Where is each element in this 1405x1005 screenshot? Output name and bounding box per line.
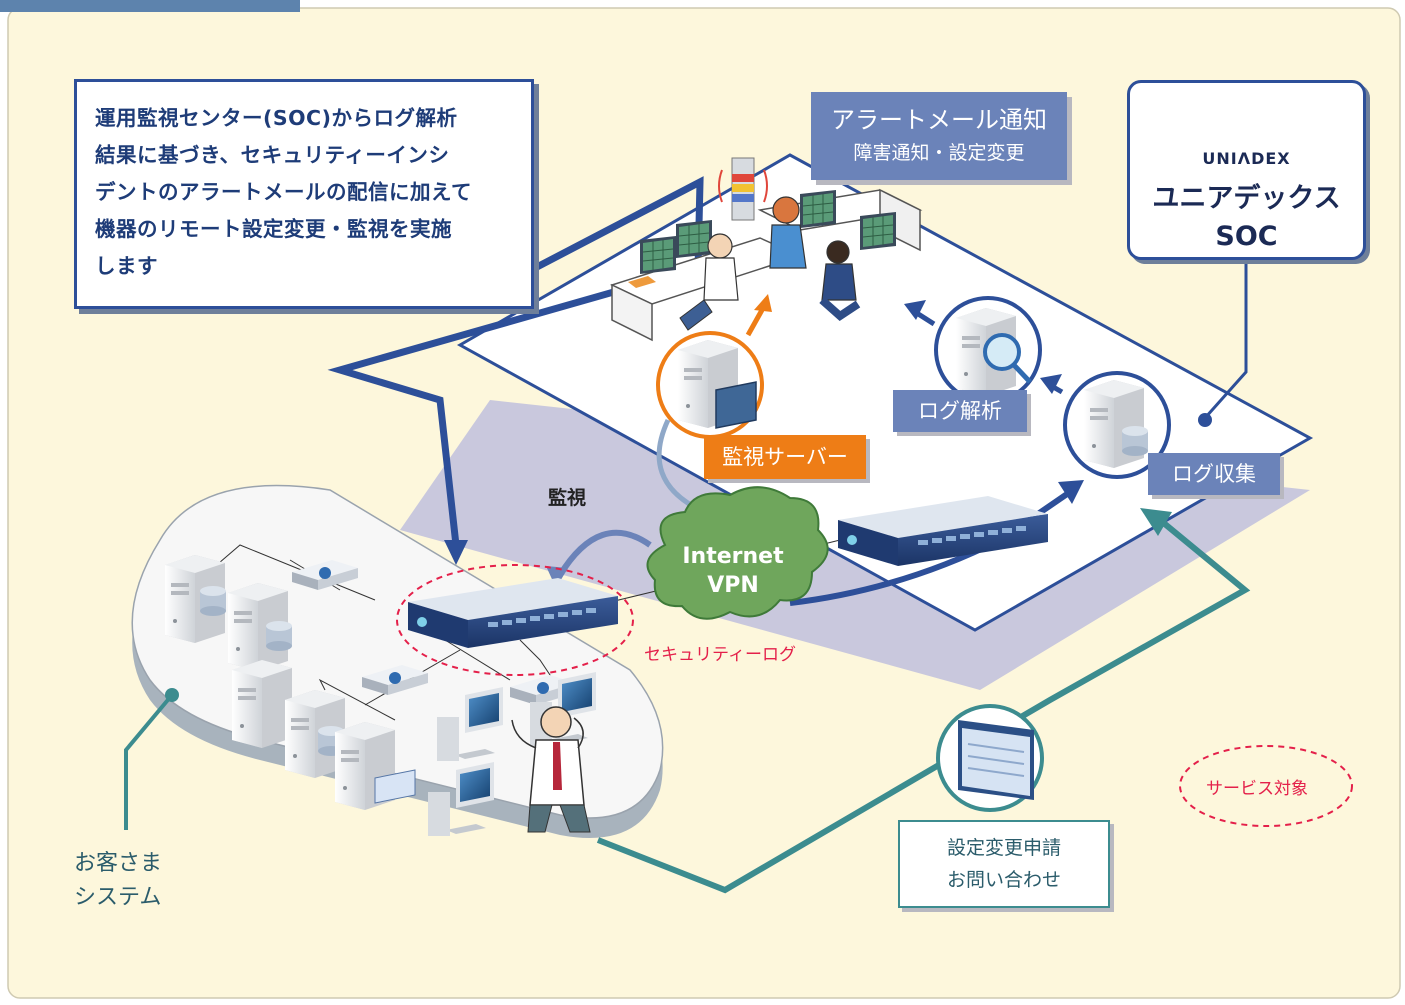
title-tab-strip [0,0,300,12]
description-line: します [95,254,158,278]
description-line: デントのアラートメールの配信に加えて [95,180,472,204]
soc-company-name: ユニアデックス [1152,183,1341,214]
description-line: 機器のリモート設定変更・監視を実施 [95,217,452,241]
monitor-up-arrow [754,294,772,312]
alarm-tower-icon [718,157,768,221]
request-line: お問い合わせ [946,869,1061,891]
soc-pointer-line [1203,260,1248,419]
log-collect-label: ログ収集 [1148,453,1280,495]
service-target-ring [396,564,634,676]
monitor-screen-icon [715,381,757,429]
request-path [596,517,1251,894]
customer-pointer-dot [165,688,179,702]
browser-window-icon [958,720,1034,800]
log-path-arrow [1058,480,1084,504]
request-line: 設定変更申請 [946,837,1061,859]
remote-config-arrow [444,540,468,565]
uniadex-soc-box: UNIΛDEX ユニアデックス SOC [1127,80,1366,260]
monitor-up-line [745,308,765,337]
operator-people-icon [679,196,861,331]
customer-pointer-line [124,693,174,830]
description-box: 運用監視センター(SOC)からログ解析 結果に基づき、セキュリティーインシ デン… [74,79,534,309]
config-request-box: 設定変更申請 お問い合わせ [898,820,1110,908]
security-log-label: セキュリティーログ [644,645,796,665]
analysis-to-operators-arrow [904,300,926,320]
soc-pointer-dot [1198,413,1212,427]
uniadex-logo-text: UNIΛDEX [1202,149,1291,168]
collect-to-analysis-arrow [1040,374,1062,394]
soc-label: SOC [1215,221,1278,252]
monitor-arc-arrow [546,566,568,588]
internet-label: Internet [682,544,784,569]
server-screen-card [374,769,416,804]
vpn-label: VPN [707,573,759,598]
log-analysis-label: ログ解析 [893,390,1027,432]
remote-config-line [327,176,704,546]
internet-vpn-cloud [646,486,829,620]
customer-person-icon [511,706,591,833]
request-arrow [1140,508,1172,536]
monitor-server-label: 監視サーバー [704,435,866,479]
alert-subtitle: 障害通知・設定変更 [853,142,1025,164]
magnifier-icon [983,333,1021,371]
monitor-arc [557,529,652,577]
description-line: 結果に基づき、セキュリティーインシ [95,143,450,167]
alert-title: アラートメール通知 [831,106,1047,134]
alert-mail-box: アラートメール通知 障害通知・設定変更 [811,92,1067,180]
service-target-legend-ring [1179,745,1353,827]
service-target-label: サービス対象 [1206,779,1308,799]
description-line: 運用監視センター(SOC)からログ解析 [95,106,458,130]
customer-system-label-line1: お客さま [74,851,163,876]
customer-system-label-line2: システム [74,885,162,910]
monitor-label: 監視 [548,487,587,509]
